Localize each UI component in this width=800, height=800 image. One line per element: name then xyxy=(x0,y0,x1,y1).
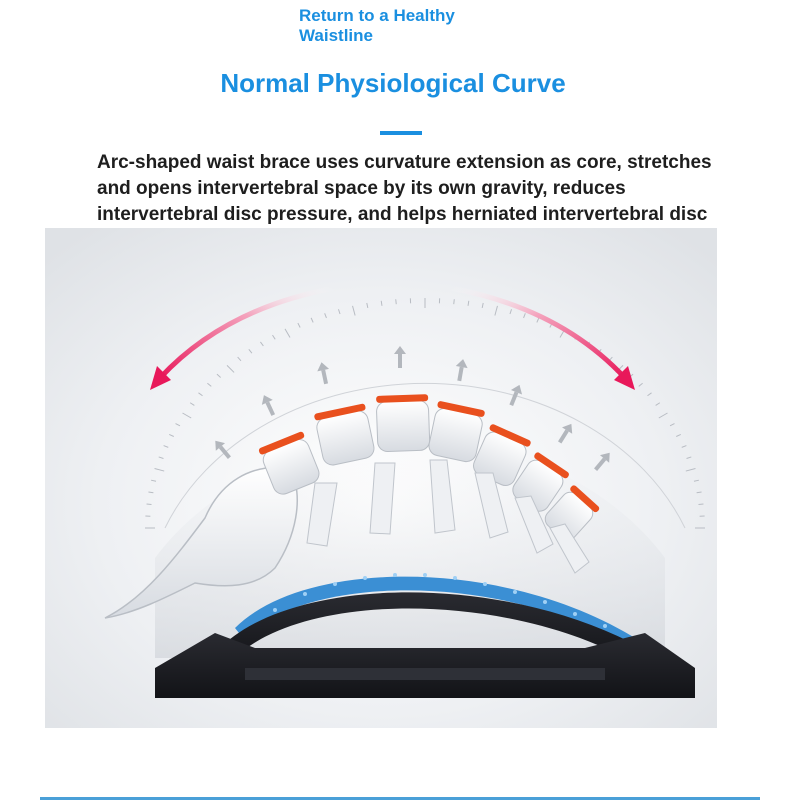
scale-tick xyxy=(248,348,253,354)
curvature-scale xyxy=(145,298,705,529)
scale-tick xyxy=(395,299,397,305)
scale-tick xyxy=(693,479,699,482)
sacrum-bone xyxy=(104,466,298,619)
scale-tick xyxy=(337,309,341,315)
scale-tick xyxy=(681,445,687,448)
scale-tick xyxy=(324,313,327,319)
scale-tick xyxy=(647,392,652,397)
scale-tick xyxy=(198,392,203,397)
scale-tick xyxy=(669,423,675,427)
scale-tick xyxy=(481,302,484,309)
scale-tick xyxy=(284,328,291,338)
scale-tick xyxy=(297,322,301,328)
scale-tick xyxy=(352,305,356,316)
scale-tick xyxy=(260,341,264,347)
page-title: Normal Physiological Curve xyxy=(220,68,566,98)
right-arrowhead-icon xyxy=(614,366,635,390)
brace-base-crossbar xyxy=(245,668,605,680)
scale-tick xyxy=(523,313,526,319)
scale-tick xyxy=(310,317,314,323)
scale-tick xyxy=(169,433,174,437)
scale-tick xyxy=(696,491,702,494)
scale-tick xyxy=(146,503,152,505)
scale-tick xyxy=(189,402,195,406)
scale-tick xyxy=(685,467,696,472)
upward-force-arrows xyxy=(215,346,610,471)
scale-tick xyxy=(175,423,181,427)
right-stretch-arrow xyxy=(447,285,628,381)
brace-arch xyxy=(220,592,650,668)
scale-tick xyxy=(380,300,383,306)
scale-tick xyxy=(698,503,704,505)
left-stretch-arrow xyxy=(157,285,338,381)
lumbar-vertebrae xyxy=(258,394,600,574)
scale-tick xyxy=(676,433,681,437)
scale-tick xyxy=(158,456,164,459)
scale-tick xyxy=(536,317,540,323)
scale-tick xyxy=(658,412,668,419)
brace-base xyxy=(155,633,695,698)
scale-tick xyxy=(237,356,242,362)
scale-tick xyxy=(453,299,455,305)
scale-tick xyxy=(216,373,221,378)
scale-tick xyxy=(509,309,513,315)
scale-tick xyxy=(182,412,192,419)
scale-tick xyxy=(686,456,692,459)
scale-tick xyxy=(148,491,154,494)
scale-tick xyxy=(151,479,157,482)
scale-tick xyxy=(638,382,643,387)
scale-tick xyxy=(272,334,276,340)
left-arrowhead-icon xyxy=(150,366,171,390)
scale-tick xyxy=(154,467,165,472)
brace-blue-pad xyxy=(235,576,635,648)
scale-tick xyxy=(655,402,661,406)
spine-brace-illustration xyxy=(45,228,717,728)
scale-tick xyxy=(467,300,470,306)
bottom-divider xyxy=(40,797,760,800)
brace-massage-dots xyxy=(273,573,607,628)
scale-tick xyxy=(226,365,235,373)
tagline: Return to a Healthy Waistline xyxy=(299,6,455,45)
scale-tick xyxy=(366,302,369,309)
scale-tick xyxy=(207,382,212,387)
scale-tick xyxy=(163,445,169,448)
scale-tick xyxy=(494,305,498,316)
title-underline xyxy=(380,131,422,135)
